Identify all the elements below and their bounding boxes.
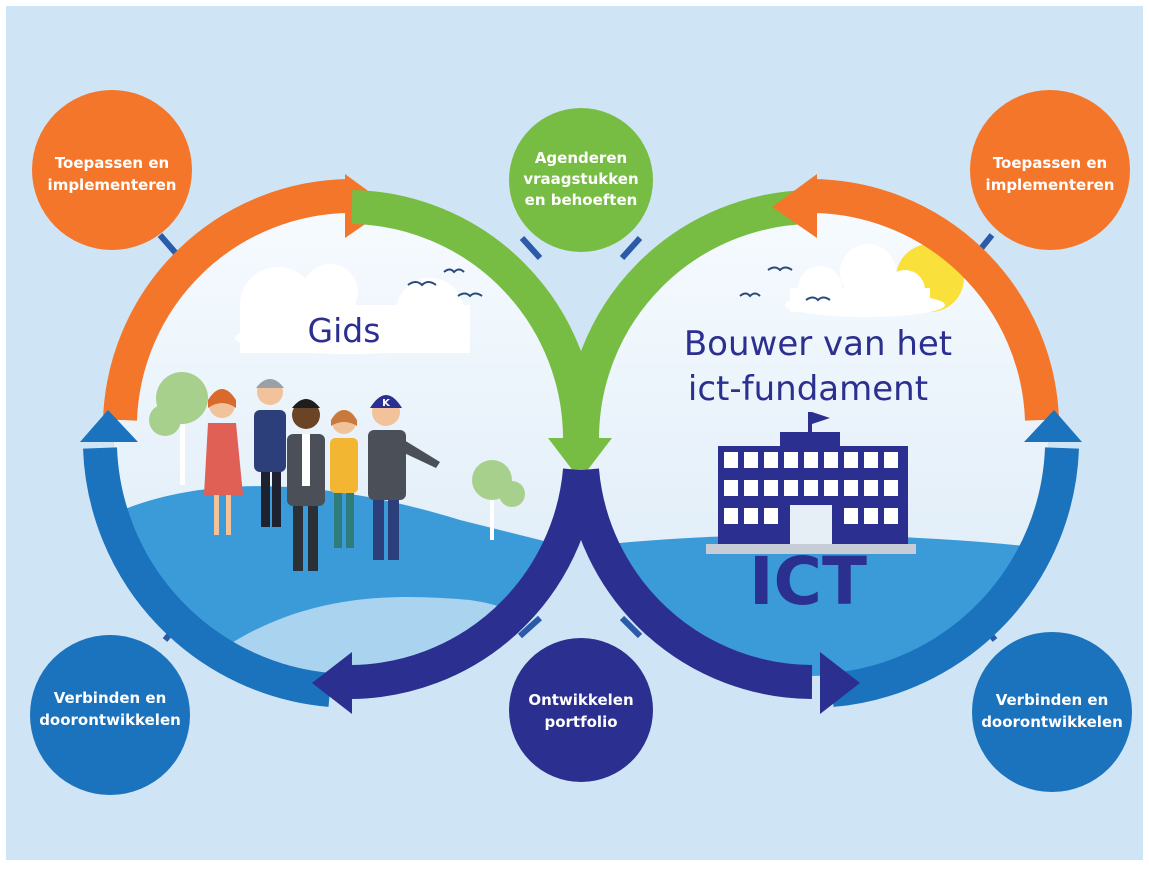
node-label: Verbinden en [54,689,167,707]
orange-arc-right [811,179,1059,421]
arrowhead-green [548,438,612,480]
cloud-icon [785,244,945,317]
node-bottom-center: Ontwikkelen portfolio [509,638,653,782]
node-label: Ontwikkelen [528,691,633,709]
node-label: Toepassen en [993,154,1107,172]
people-group-illustration: K [204,379,440,571]
tree-icon [472,460,525,540]
arrowhead-blue-right [1024,410,1082,442]
node-label: implementeren [48,176,177,194]
node-label: en behoeften [525,191,638,209]
node-label: doorontwikkelen [981,713,1123,731]
navy-arc-right [565,468,813,699]
node-label: portfolio [544,713,617,731]
birds-icon [739,266,831,302]
blue-arc-left [83,447,332,707]
orange-arc-left [103,179,351,421]
node-top-center: Agenderen vraagstukken en behoeften [509,108,653,252]
tree-icon [149,372,208,485]
arrowhead-navy-right [820,652,860,714]
panel-title-line1: Bouwer van het [684,324,952,364]
node-label: Agenderen [535,149,627,167]
panel-title-gids: Gids [308,311,381,350]
ict-sign: ICT [749,543,867,620]
school-building-illustration [706,412,916,554]
arrowhead-navy-left [312,652,352,714]
blue-arc-right [830,447,1079,707]
green-arc-right [564,190,811,441]
node-top-right: Toepassen en implementeren [970,90,1130,250]
node-label: Verbinden en [996,691,1109,709]
node-bottom-right: Verbinden en doorontwikkelen [972,632,1132,792]
arrowhead-orange-right [772,174,817,238]
svg-text:K: K [382,398,391,409]
node-label: doorontwikkelen [39,711,181,729]
navy-arc-left [349,468,597,699]
panel-title-line2: ict-fundament [688,369,928,409]
arrowhead-blue-left [80,410,138,442]
node-bottom-left: Verbinden en doorontwikkelen [30,635,190,795]
birds-icon [407,268,483,298]
node-label: Toepassen en [55,154,169,172]
node-label: implementeren [986,176,1115,194]
cloud-icon [235,264,470,354]
node-label: vraagstukken [523,170,638,188]
node-top-left: Toepassen en implementeren [32,90,192,250]
right-panel: ICT Bouwer van het ict-fundament [572,200,1048,676]
